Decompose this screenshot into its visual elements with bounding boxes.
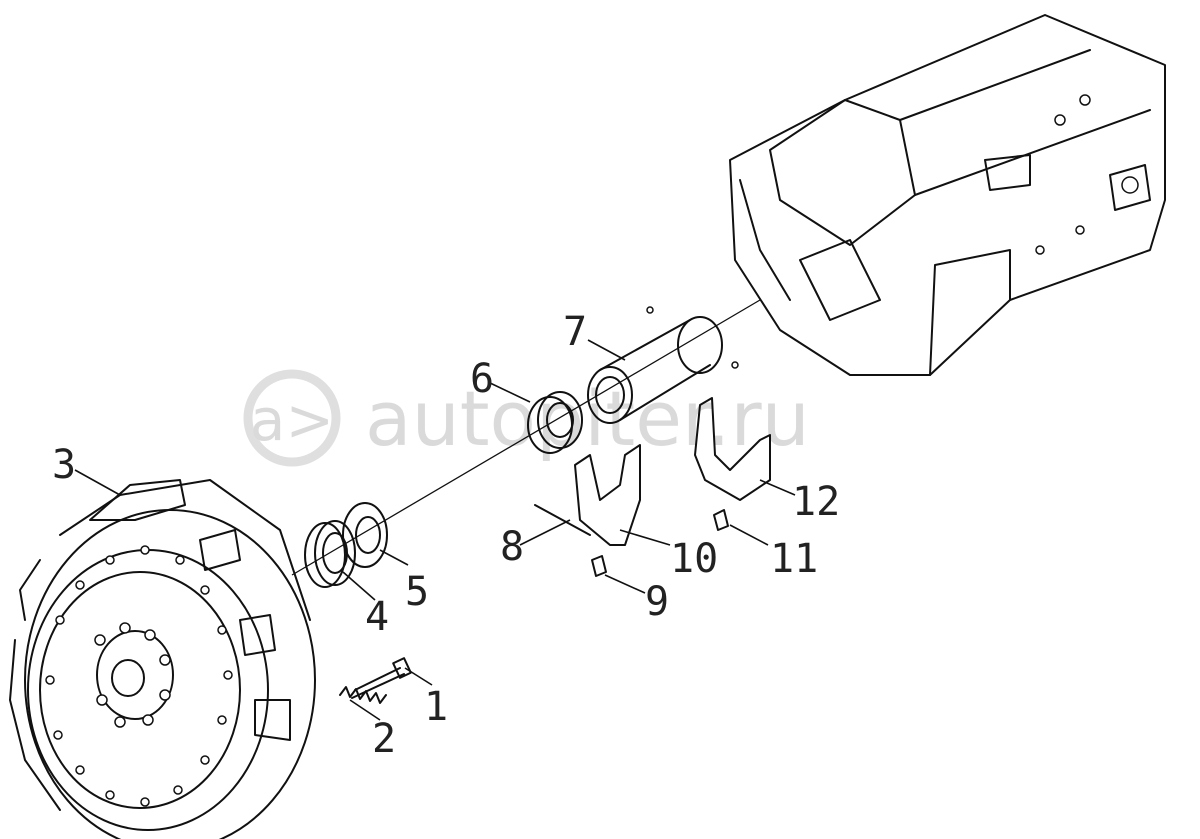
callout-7: 7	[563, 309, 587, 355]
bolt-part-1	[351, 657, 412, 699]
shift-fork-part-12	[694, 397, 771, 501]
flywheel-bolt-holes	[45, 545, 233, 807]
callout-6: 6	[470, 356, 494, 402]
callout-11: 11	[770, 536, 818, 582]
watermark-text: autopiter.ru	[365, 374, 810, 463]
assembly-axis-line	[291, 299, 761, 576]
pin-part-8	[534, 504, 591, 536]
bearing-seat-part-5	[342, 502, 388, 568]
spring-part-2	[339, 686, 387, 704]
watermark-logo-text: a>	[250, 386, 334, 454]
callout-2: 2	[372, 716, 396, 762]
callout-10: 10	[670, 536, 718, 582]
callout-labels: 1 2 3 4 5 6 7 8 9 10 11 12	[52, 309, 840, 762]
callout-1: 1	[424, 684, 448, 730]
callout-8: 8	[500, 524, 524, 570]
callout-12: 12	[792, 479, 840, 525]
grease-nipple-part-11	[713, 509, 729, 531]
callout-5: 5	[405, 569, 429, 615]
leader-lines	[74, 339, 796, 721]
release-bearing-part-4	[304, 520, 356, 588]
guide-tube-part-7	[587, 306, 739, 424]
callout-4: 4	[365, 594, 389, 640]
grease-nipple-part-9	[591, 555, 607, 577]
transmission-housing	[729, 14, 1166, 376]
watermark-logo-ring	[243, 369, 341, 467]
callout-9: 9	[645, 579, 669, 625]
watermark: a> autopiter.ru	[243, 369, 810, 467]
callout-3: 3	[52, 442, 76, 488]
clutch-flywheel-assembly	[9, 479, 316, 839]
sleeve-ring-part-6	[527, 391, 583, 454]
release-fork-part-10	[574, 444, 641, 546]
